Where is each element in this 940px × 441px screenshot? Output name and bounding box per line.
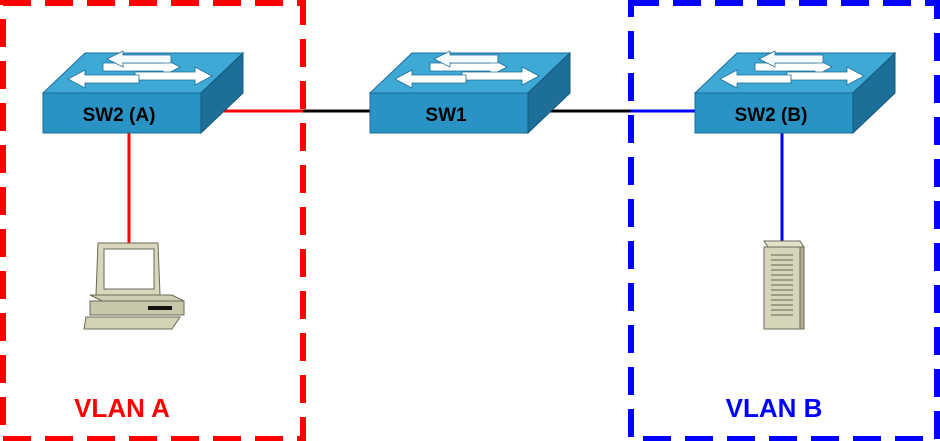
switch-sw1[interactable]: SW1 xyxy=(369,50,571,134)
switch-icon xyxy=(369,50,571,134)
switch-sw2b-label: SW2 (B) xyxy=(735,105,808,126)
vlan-a-label: VLAN A xyxy=(74,393,170,423)
vlan-b-label: VLAN B xyxy=(726,393,823,423)
switch-sw1-label: SW1 xyxy=(425,105,467,126)
vlan-b-boundary xyxy=(628,0,940,441)
switch-sw2a-label: SW2 (A) xyxy=(83,105,156,126)
desktop-computer-icon[interactable] xyxy=(83,242,185,330)
server-tower-icon[interactable] xyxy=(763,240,805,330)
switch-sw2a[interactable]: SW2 (A) xyxy=(42,50,244,134)
vlan-a-boundary xyxy=(0,0,306,441)
switch-sw2b[interactable]: SW2 (B) xyxy=(694,50,896,134)
